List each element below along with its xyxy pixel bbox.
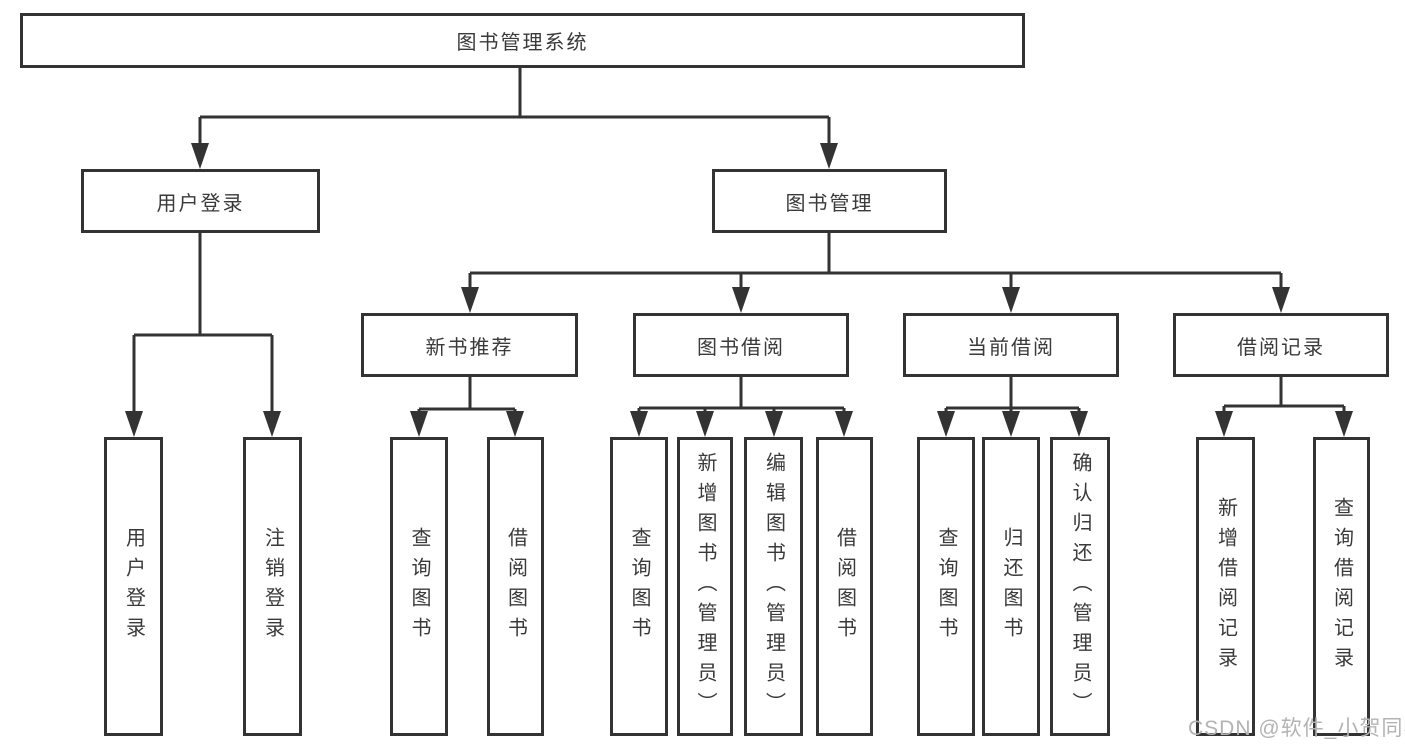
leaf-br-query-record-label: 查询借阅记录	[1330, 496, 1353, 677]
leaf-nb-query-book-label: 查询图书	[408, 526, 430, 647]
leaf-bb-borrow-book: 借阅图书	[816, 437, 873, 736]
leaf-br-query-record: 查询借阅记录	[1313, 437, 1370, 736]
leaf-bb-borrow-book-label: 借阅图书	[833, 526, 856, 647]
leaf-cb-query-book: 查询图书	[917, 437, 975, 736]
node-book-borrow: 图书借阅	[633, 313, 849, 377]
leaf-nb-borrow-book: 借阅图书	[487, 437, 544, 736]
node-current-borrow: 当前借阅	[903, 313, 1119, 377]
leaf-cb-confirm-return-admin-label: 确认归还（管理员）	[1069, 451, 1091, 722]
node-new-book-recommend: 新书推荐	[361, 313, 578, 377]
leaf-nb-borrow-book-label: 借阅图书	[504, 526, 527, 647]
leaf-cb-query-book-label: 查询图书	[935, 526, 957, 647]
node-root-label: 图书管理系统	[456, 32, 589, 54]
node-book-borrow-label: 图书借阅	[697, 336, 785, 359]
leaf-nb-query-book: 查询图书	[390, 437, 448, 736]
leaf-bb-add-book-admin-label: 新增图书（管理员）	[694, 451, 716, 722]
node-user-login: 用户登录	[81, 169, 320, 233]
leaf-user-login-label: 用户登录	[122, 526, 145, 647]
node-book-mgmt: 图书管理	[712, 169, 947, 233]
leaf-logout-label: 注销登录	[261, 526, 284, 647]
leaf-logout: 注销登录	[243, 437, 302, 736]
leaf-user-login: 用户登录	[104, 437, 163, 736]
csdn-watermark: CSDN @软件_小贺同学	[1188, 717, 1405, 740]
leaf-cb-return-book-label: 归还图书	[1000, 526, 1022, 647]
leaf-cb-confirm-return-admin: 确认归还（管理员）	[1050, 437, 1110, 736]
leaf-bb-edit-book-admin: 编辑图书（管理员）	[744, 437, 803, 736]
node-borrow-records: 借阅记录	[1173, 313, 1389, 377]
leaf-br-add-record: 新增借阅记录	[1196, 437, 1255, 736]
leaf-bb-add-book-admin: 新增图书（管理员）	[677, 437, 733, 736]
node-root: 图书管理系统	[20, 13, 1025, 68]
leaf-br-add-record-label: 新增借阅记录	[1214, 496, 1237, 677]
node-book-mgmt-label: 图书管理	[785, 192, 874, 215]
leaf-cb-return-book: 归还图书	[982, 437, 1040, 736]
node-user-login-label: 用户登录	[156, 192, 245, 215]
leaf-bb-edit-book-admin-label: 编辑图书（管理员）	[762, 451, 785, 722]
node-current-borrow-label: 当前借阅	[967, 336, 1055, 359]
leaf-bb-query-book: 查询图书	[610, 437, 668, 736]
leaf-bb-query-book-label: 查询图书	[628, 526, 650, 647]
node-new-book-recommend-label: 新书推荐	[425, 336, 514, 359]
node-borrow-records-label: 借阅记录	[1237, 336, 1325, 359]
